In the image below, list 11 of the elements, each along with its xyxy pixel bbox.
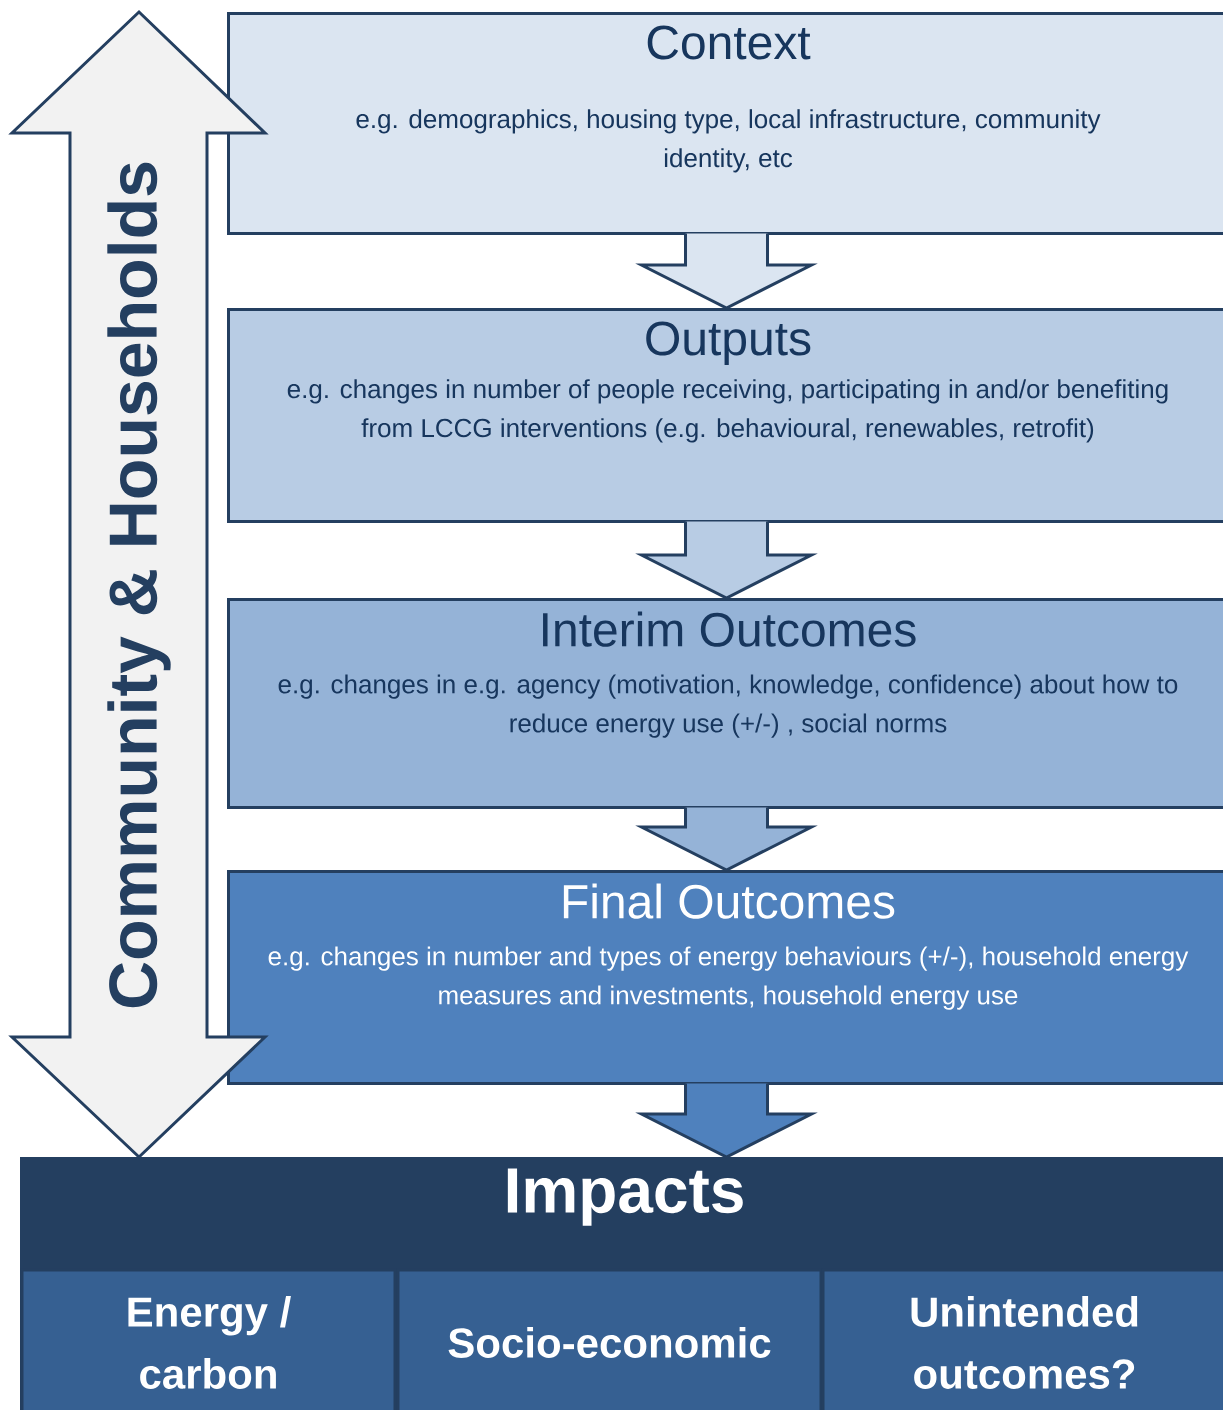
stage-box: Outputs e.g. changes in number of people receiving, participating in and/or benefiting from LCCG interventions (e.g. behavioural, renewables, retrofit) bbox=[227, 308, 1223, 523]
stage-box: Final Outcomes e.g. changes in number and types of energy behaviours (+/-), household energy measures and investments, household energy use bbox=[227, 870, 1223, 1085]
impact-box: Unintended outcomes? bbox=[821, 1268, 1223, 1410]
block-arrow bbox=[635, 520, 818, 600]
block-arrow bbox=[635, 806, 818, 872]
stage-box: Interim Outcomes e.g. changes in e.g. agency (motivation, knowledge, confidence) about how to reduce energy use (+/-) , social norms bbox=[227, 598, 1223, 809]
impact-box: Socio-economic bbox=[396, 1268, 823, 1410]
stage-box: Context e.g. demographics, housing type, local infrastructure, community identity, etc bbox=[227, 12, 1223, 235]
block-arrow bbox=[635, 232, 818, 310]
impact-box: Energy / carbon bbox=[20, 1268, 397, 1410]
block-arrow bbox=[635, 1082, 818, 1159]
